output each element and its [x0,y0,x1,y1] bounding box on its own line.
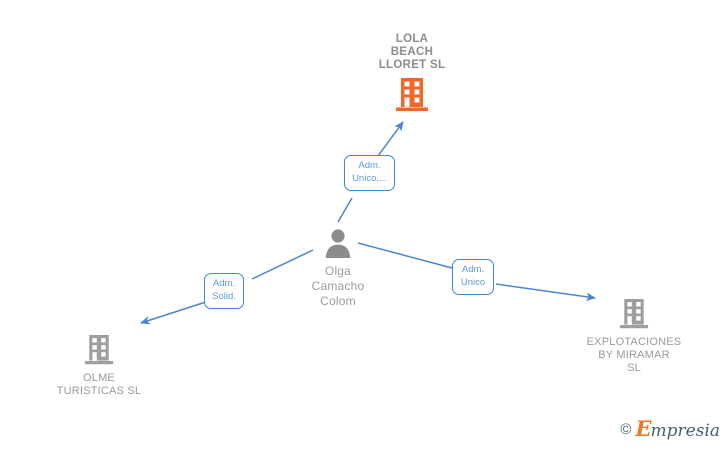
node-olga-camacho-colom[interactable]: Olga Camacho Colom [263,228,413,309]
copyright-icon: © [620,420,632,438]
edge-line-to-lola-beach-lower [337,197,353,223]
edge-label-to-explotaciones[interactable]: Adm. Unico [452,259,494,295]
node-lola-beach-lloret[interactable]: LOLA BEACH LLORET SL [337,33,487,113]
empresia-watermark: © E mpresia [620,418,720,440]
building-icon [84,334,114,366]
edge-line-to-explotaciones-left [357,242,453,269]
node-label-olga-camacho-colom: Olga Camacho Colom [311,264,365,308]
edge-line-to-lola-beach-upper [377,121,404,157]
building-icon [619,298,649,330]
node-label-explotaciones-by-miramar: EXPLOTACIONES BY MIRAMAR SL [586,336,682,374]
node-label-olme-turisticas: OLME TURISTICAS SL [56,372,142,397]
watermark-brand-name: mpresia [650,421,721,441]
node-olme-turisticas[interactable]: OLME TURISTICAS SL [24,334,174,398]
edge-line-to-olme-lower [140,298,216,325]
edge-line-to-olme-upper [251,249,314,280]
building-icon [395,77,429,113]
node-label-lola-beach-lloret: LOLA BEACH LLORET SL [378,33,446,71]
person-icon [323,228,353,258]
watermark-brand-initial: E [635,416,652,441]
node-explotaciones-by-miramar[interactable]: EXPLOTACIONES BY MIRAMAR SL [559,298,709,375]
edge-label-to-lola-beach[interactable]: Adm. Unico,... [344,155,395,191]
edge-label-to-olme[interactable]: Adm. Solid. [204,273,244,309]
edge-line-to-explotaciones-right [495,283,596,302]
